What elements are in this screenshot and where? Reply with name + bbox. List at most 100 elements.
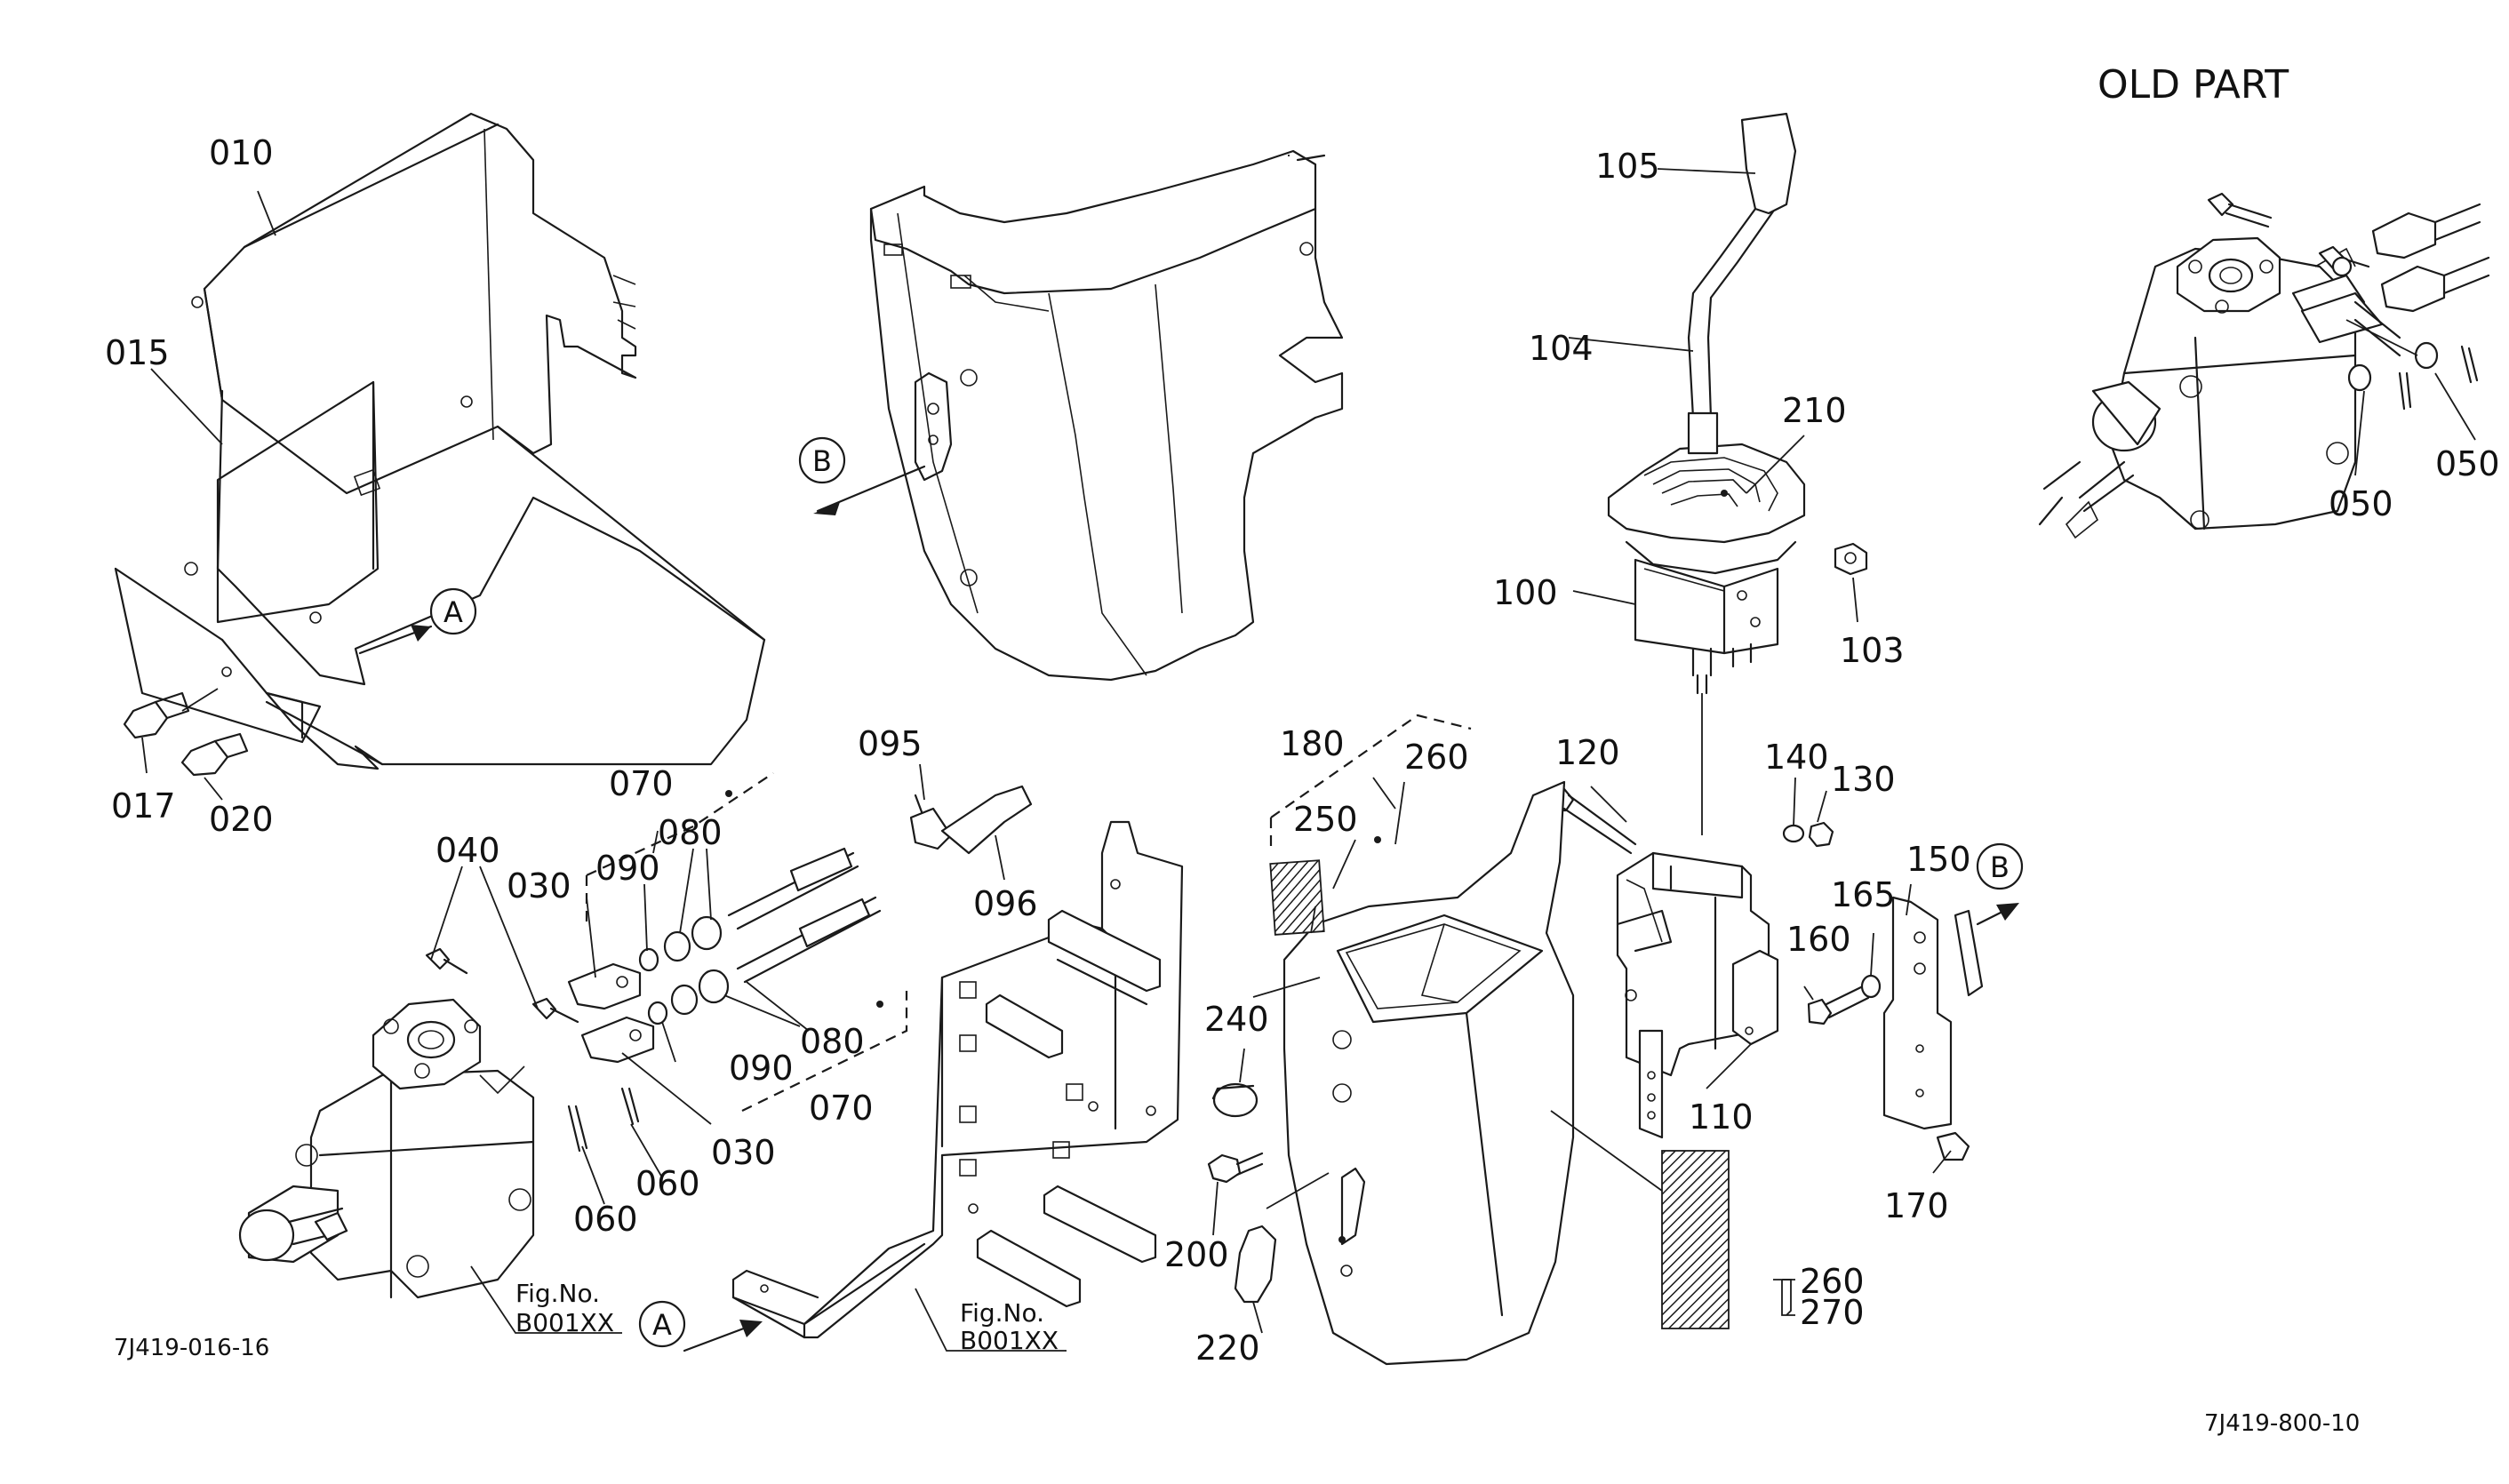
clevis-030-upper: [567, 962, 642, 1010]
callout-a-bottom: A: [638, 1300, 763, 1352]
lever-rod-104: [1687, 207, 1775, 419]
nuts-080-lower: [670, 969, 730, 1016]
label-015: 015: [105, 333, 170, 372]
label-180: 180: [1280, 724, 1345, 763]
grommet-220: [1234, 1225, 1277, 1304]
bracket-260-270: [1781, 1279, 1795, 1316]
callout-a-top: A: [358, 587, 477, 655]
nuts-080-upper: [663, 915, 723, 962]
label-070-bottom: 070: [809, 1089, 874, 1128]
console-cover: [1282, 780, 1575, 1366]
label-104: 104: [1529, 329, 1594, 368]
old-part-washers-050: [2347, 341, 2479, 411]
old-part-clevis-lower: [2380, 256, 2490, 313]
washer-090-lower: [647, 1001, 668, 1025]
label-030-bottom: 030: [711, 1133, 776, 1172]
cable-070-upper: [727, 847, 859, 930]
split-pin-060-b: [620, 1087, 640, 1126]
fig-code-left: B001XX: [515, 1308, 614, 1337]
boot-210: [1607, 411, 1806, 575]
svg-text:A: A: [443, 595, 463, 629]
label-090-bottom: 090: [729, 1049, 794, 1088]
label-260-top: 260: [1404, 738, 1469, 777]
nut-130: [1808, 821, 1834, 848]
old-part-clevis-upper: [2371, 203, 2481, 259]
pin-040-b: [531, 997, 579, 1024]
plate-150: [1882, 896, 1984, 1130]
label-020: 020: [209, 800, 274, 839]
label-010: 010: [209, 133, 274, 172]
label-250: 250: [1293, 800, 1358, 839]
label-170: 170: [1884, 1186, 1949, 1225]
bracket-110: [1616, 851, 1779, 1139]
svg-text:B: B: [812, 444, 832, 478]
leader-lines: [141, 168, 2476, 1352]
lever-base-100: [1634, 558, 1779, 695]
old-part-title: OLD PART: [2097, 62, 2289, 108]
label-096: 096: [973, 884, 1038, 923]
label-165: 165: [1831, 875, 1896, 914]
clevis-030-lower: [580, 1016, 655, 1064]
svg-text:B: B: [1990, 850, 2010, 884]
ref-dot-lower: [876, 1001, 883, 1008]
split-pin-060-a: [567, 1105, 588, 1153]
label-050-left: 050: [2329, 484, 2393, 523]
cable-clamp-095: [909, 794, 953, 850]
bolt-020-icon: [180, 732, 249, 777]
nut-140: [1782, 824, 1805, 843]
callout-b-right: B: [1976, 842, 2024, 926]
label-220: 220: [1195, 1328, 1260, 1368]
control-valve-body: [238, 998, 535, 1299]
label-130: 130: [1831, 760, 1896, 799]
label-150: 150: [1906, 840, 1971, 879]
ref-dot-upper: [725, 790, 732, 797]
label-060-left: 060: [573, 1200, 638, 1239]
label-070-top: 070: [609, 764, 674, 803]
label-100: 100: [1493, 573, 1558, 612]
ref-dot-console-low: [1338, 1236, 1346, 1243]
label-260-bottom: 260: [1800, 1262, 1865, 1301]
ref-dot-console: [1374, 836, 1381, 843]
label-080-top: 080: [658, 813, 723, 852]
ref-dot-boot: [1721, 490, 1728, 497]
label-140: 140: [1764, 738, 1829, 777]
nut-103: [1834, 542, 1868, 576]
label-030-top: 030: [507, 866, 571, 906]
label-090-top: 090: [595, 849, 660, 888]
label-095: 095: [858, 724, 923, 763]
label-040: 040: [435, 831, 500, 870]
label-160: 160: [1786, 920, 1851, 959]
bracket-010-drawing: [114, 112, 766, 770]
label-110: 110: [1689, 1097, 1754, 1137]
cable-070-lower: [736, 896, 882, 984]
label-270: 270: [1800, 1293, 1865, 1332]
bolt-170: [1936, 1131, 1970, 1161]
old-part-bolts: [2207, 192, 2370, 277]
fig-label-left: Fig.No.: [515, 1279, 600, 1308]
label-210: 210: [1782, 391, 1847, 430]
bolt-160: [1807, 983, 1870, 1025]
label-200: 200: [1164, 1235, 1229, 1274]
bolt-017-icon: [123, 691, 190, 739]
screw-200: [1207, 1152, 1264, 1184]
decal-260-270: [1661, 1150, 1730, 1329]
label-060-right: 060: [635, 1164, 700, 1203]
reference-code-right: 7J419-800-10: [2204, 1410, 2360, 1437]
decal-frame-180: [1269, 714, 1472, 853]
label-103: 103: [1840, 631, 1905, 670]
label-240: 240: [1204, 1000, 1269, 1039]
callout-b-left: B: [798, 436, 926, 515]
label-017: 017: [111, 786, 176, 826]
lever-knob-105: [1740, 112, 1797, 215]
washer-090-upper: [638, 947, 659, 972]
mount-plate: [731, 820, 1184, 1339]
label-080-bottom: 080: [800, 1022, 865, 1061]
svg-text:A: A: [652, 1308, 672, 1342]
label-120: 120: [1555, 733, 1620, 772]
panel-cover-drawing: [869, 149, 1344, 682]
plug-240: [1211, 1082, 1258, 1118]
decal-250: [1269, 859, 1325, 936]
fig-label-right: Fig.No.: [960, 1298, 1044, 1328]
reference-code-left: 7J419-016-16: [114, 1335, 269, 1361]
